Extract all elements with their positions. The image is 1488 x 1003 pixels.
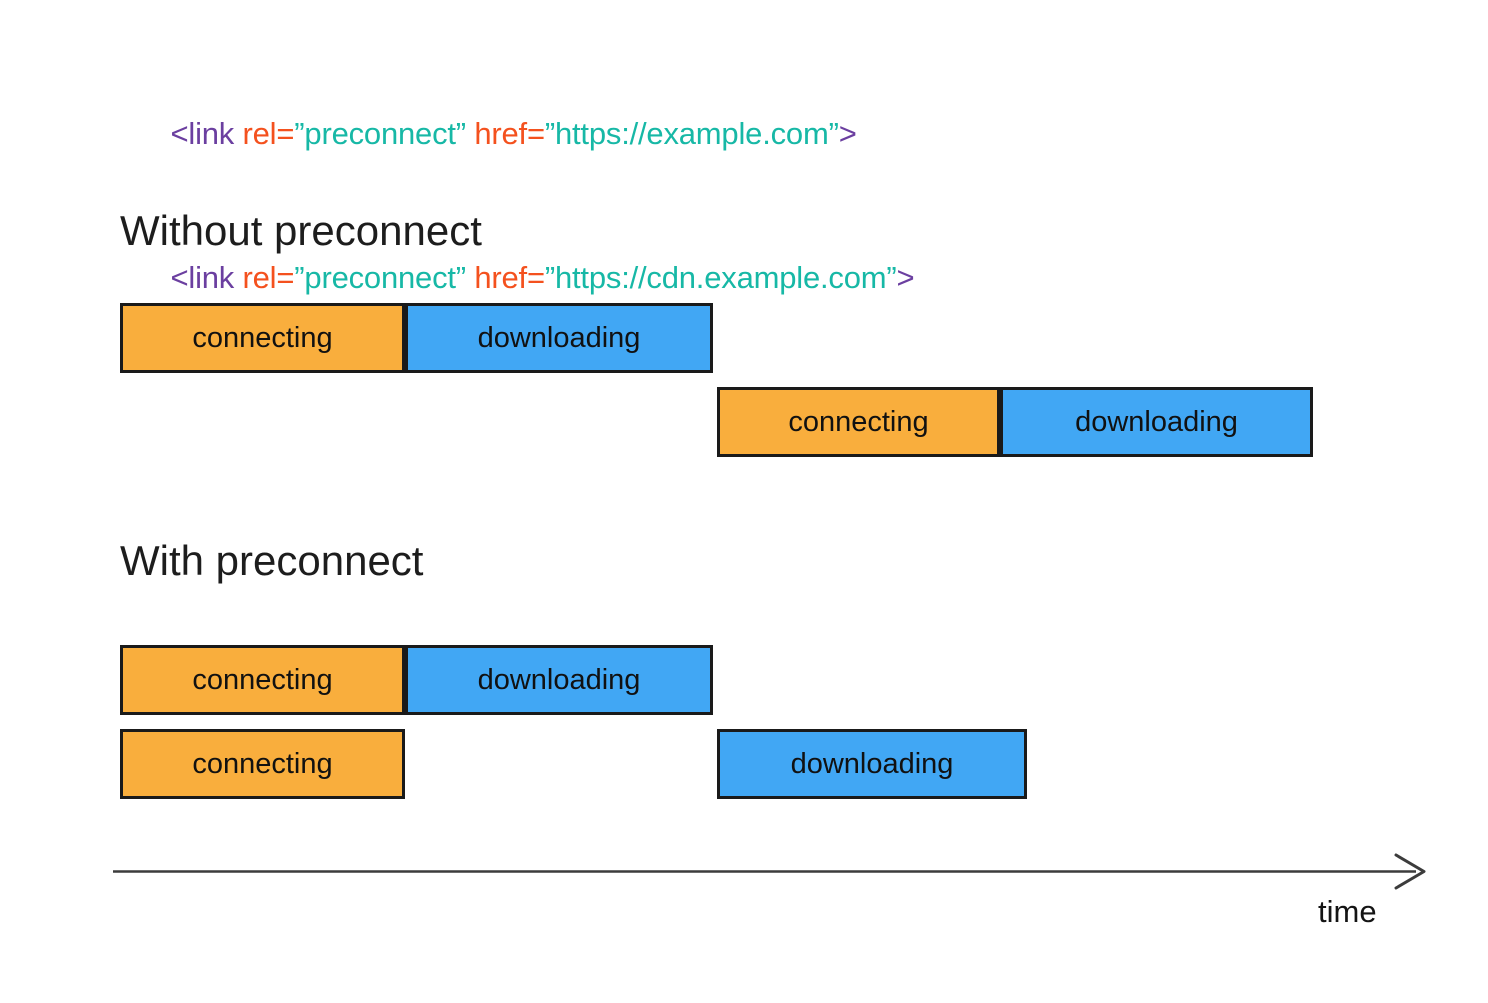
- time-axis-label: time: [1318, 894, 1377, 929]
- code-token-rel-attr: rel=: [234, 116, 295, 151]
- code-token-rel-attr: rel=: [234, 260, 295, 295]
- timeline-bar-connecting: connecting: [120, 645, 405, 715]
- code-token-rel-value: ”preconnect”: [294, 116, 466, 151]
- timeline-bar-downloading: downloading: [1000, 387, 1313, 457]
- timeline-bar-connecting: connecting: [120, 303, 405, 373]
- code-line-1: <link rel=”preconnect” href=”https://exa…: [120, 62, 914, 206]
- timeline-bar-connecting: connecting: [120, 729, 405, 799]
- code-token-href-attr: href=: [465, 116, 545, 151]
- timeline-bar-connecting: connecting: [717, 387, 1000, 457]
- code-token-href-value: ”https://cdn.example.com”: [544, 260, 897, 295]
- code-token-href-value: ”https://example.com”: [544, 116, 839, 151]
- section-title-without-preconnect: Without preconnect: [120, 207, 482, 254]
- code-token-rel-value: ”preconnect”: [294, 260, 466, 295]
- code-token-href-attr: href=: [465, 260, 545, 295]
- section-title-with-preconnect: With preconnect: [120, 537, 424, 584]
- code-token-tag-close: >: [896, 260, 915, 295]
- timeline-bar-downloading: downloading: [717, 729, 1027, 799]
- code-snippet: <link rel=”preconnect” href=”https://exa…: [120, 62, 914, 350]
- code-token-tag-close: >: [838, 116, 857, 151]
- code-line-2: <link rel=”preconnect” href=”https://cdn…: [120, 206, 914, 350]
- code-token-tag-open: <link: [170, 260, 235, 295]
- timeline-bar-downloading: downloading: [405, 645, 713, 715]
- code-token-tag-open: <link: [170, 116, 235, 151]
- timeline-bar-downloading: downloading: [405, 303, 713, 373]
- time-axis-arrow: [113, 853, 1426, 890]
